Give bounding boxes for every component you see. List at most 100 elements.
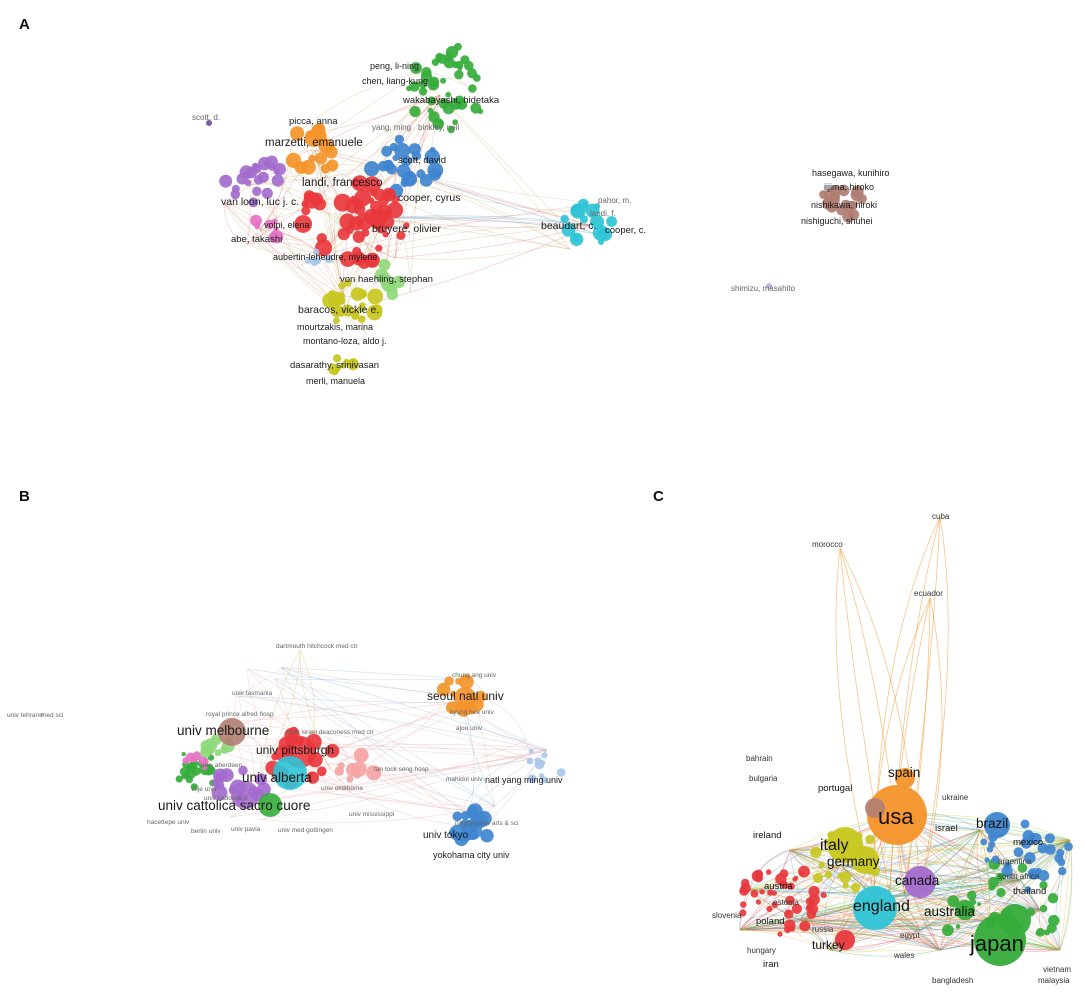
author-node [455, 101, 463, 110]
institution-node [185, 752, 196, 763]
edge [485, 749, 547, 827]
author-node [265, 155, 278, 168]
country-node [799, 920, 811, 932]
node-label-cooper-c: cooper, c. [605, 225, 646, 236]
edge [247, 171, 300, 269]
country-node [780, 881, 789, 889]
edge [247, 668, 453, 814]
node-label-aubertin-leheudre-mylene: aubertin-leheudre, mylene [273, 252, 378, 262]
country-node [1013, 847, 1024, 858]
author-node [394, 134, 405, 145]
edge [481, 698, 531, 759]
edge [918, 929, 941, 951]
edge [314, 149, 346, 311]
edge [829, 929, 921, 951]
author-node [338, 282, 346, 290]
edge [376, 167, 411, 294]
edge [246, 184, 251, 245]
edge [395, 238, 577, 260]
country-node [980, 838, 988, 846]
country-node [740, 901, 747, 908]
author-node [464, 60, 474, 71]
country-node [750, 889, 759, 898]
edge [281, 667, 495, 807]
edge [311, 149, 571, 250]
node-label-natl-yang-ming-univ: natl yang ming univ [485, 775, 563, 785]
country-node [1036, 927, 1045, 937]
node-label-israel: israel [935, 823, 958, 834]
edge [919, 919, 991, 931]
institution-node [353, 771, 361, 779]
edge [394, 169, 401, 258]
country-node [824, 838, 829, 843]
country-node [836, 874, 842, 879]
edge [323, 744, 547, 750]
edge [829, 949, 941, 952]
edge [829, 929, 921, 953]
author-node [339, 213, 356, 230]
edge [1059, 839, 1073, 951]
edge [1019, 879, 1041, 911]
country-node-spain [895, 768, 915, 788]
author-node [382, 231, 389, 238]
country-node [1047, 893, 1059, 904]
country-node [766, 905, 773, 912]
edge [799, 919, 991, 928]
edge [289, 171, 396, 259]
node-label-spain: spain [888, 765, 920, 780]
node-label-royal-prince-alfred-hosp: royal prince alfred hosp [206, 711, 274, 718]
node-label-beaudart-c: beaudart, c. [541, 220, 596, 232]
node-label-ajou-univ: ajou univ [456, 725, 483, 732]
country-node-turkey [835, 930, 855, 950]
node-label-montano-loza-aldo-j: montano-loza, aldo j. [303, 336, 387, 346]
edge [259, 649, 301, 771]
node-label-cooper-cyrus: cooper, cyrus [398, 192, 460, 204]
country-node [1064, 842, 1073, 851]
node-label-univ-pavia: univ pavia [231, 826, 261, 833]
country-node [1038, 870, 1050, 882]
edge [749, 849, 791, 891]
institution-node [436, 682, 451, 697]
author-node [345, 225, 354, 235]
node-label-dartmouth-hitchcock-med-ctr: dartmouth hitchcock med ctr [276, 643, 358, 650]
country-node [755, 899, 762, 905]
author-node [457, 65, 463, 71]
author-node [314, 123, 326, 135]
node-label-portugal: portugal [818, 783, 852, 794]
edge [919, 919, 991, 931]
edge [824, 864, 841, 951]
edge [355, 796, 470, 812]
edge [327, 750, 547, 790]
country-node [767, 889, 774, 896]
node-label-landi-francesco: landi, francesco [302, 177, 383, 189]
node-label-hungary: hungary [747, 946, 776, 955]
author-node [836, 205, 847, 216]
node-label-thailand: thailand [1013, 886, 1046, 897]
institution-node [256, 782, 271, 797]
edge [738, 889, 751, 931]
edge [275, 222, 346, 241]
author-node [261, 187, 273, 199]
node-label-mexico: mexico [1013, 837, 1043, 848]
edge [259, 228, 324, 255]
node-label-shimizu-masahito: shimizu, masahito [731, 284, 796, 293]
institution-node [325, 743, 340, 758]
institution-node [541, 776, 548, 784]
author-node [428, 111, 440, 123]
edge [799, 919, 1061, 951]
author-node [844, 200, 856, 213]
edge [1019, 839, 1071, 881]
edge [829, 839, 1071, 951]
country-node [813, 873, 823, 883]
country-node [999, 904, 1031, 936]
institution-node [218, 718, 246, 746]
edge [1019, 879, 1061, 951]
institution-node [306, 771, 319, 784]
author-node [424, 149, 440, 165]
author-node [330, 304, 343, 318]
edge [789, 849, 921, 931]
author-node [316, 233, 327, 244]
author-node [396, 230, 406, 240]
author-node [829, 194, 840, 206]
institution-node [526, 757, 534, 765]
